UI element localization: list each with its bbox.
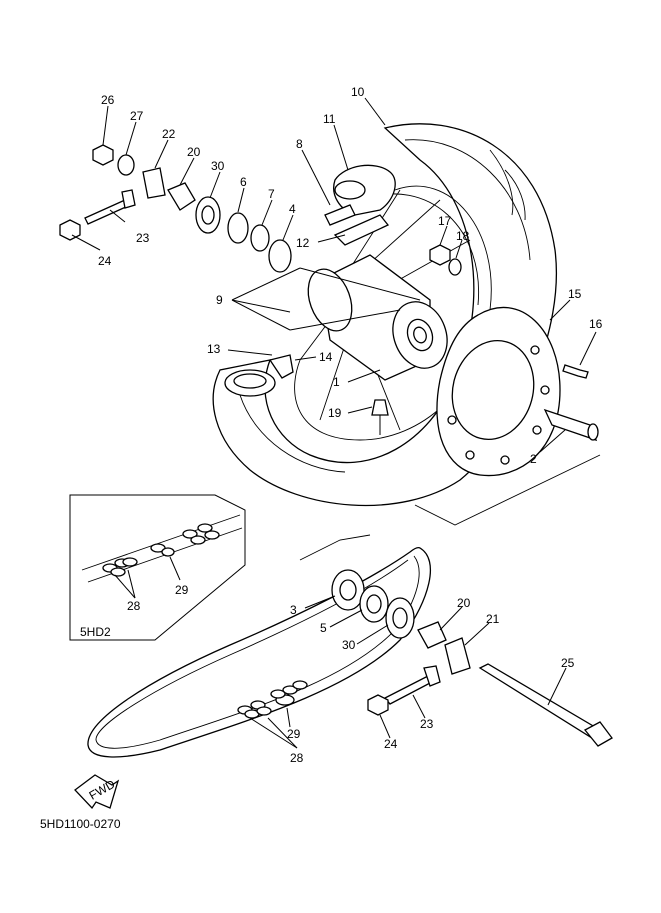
callout-30: 30 xyxy=(211,159,225,173)
callout-23-lower: 23 xyxy=(420,717,434,731)
callout-18: 18 xyxy=(456,229,470,243)
callout-25: 25 xyxy=(561,656,575,670)
drive-chain xyxy=(87,546,432,758)
circlip-7 xyxy=(250,224,270,252)
callout-10: 10 xyxy=(351,85,365,99)
leader-lines-lower xyxy=(304,595,567,739)
adjuster-22 xyxy=(142,167,166,199)
callout-21: 21 xyxy=(486,612,500,626)
callout-28-lower: 28 xyxy=(290,751,304,765)
bolt-23 xyxy=(84,199,129,225)
collar xyxy=(543,408,598,442)
callout-2: 2 xyxy=(530,452,537,466)
nut-17 xyxy=(429,244,451,266)
callout-30-lower: 30 xyxy=(342,638,356,652)
callout-22: 22 xyxy=(162,127,176,141)
collar-20 xyxy=(167,182,196,211)
callout-19: 19 xyxy=(328,406,342,420)
callout-15: 15 xyxy=(568,287,582,301)
axle-parts-upper xyxy=(59,144,292,273)
sprocket-bolt xyxy=(562,364,589,379)
callout-20: 20 xyxy=(187,145,201,159)
fwd-arrow: FWD xyxy=(74,774,120,810)
callout-4: 4 xyxy=(289,202,296,216)
adjuster-21 xyxy=(444,637,471,675)
callout-24: 24 xyxy=(98,254,112,268)
callout-7: 7 xyxy=(268,187,275,201)
callout-20-lower: 20 xyxy=(457,596,471,610)
callout-1: 1 xyxy=(333,375,340,389)
document-code: 5HD1100-0270 xyxy=(40,817,121,831)
callout-29-inset: 29 xyxy=(175,583,189,597)
nut-24-lower xyxy=(367,694,389,716)
bearing-6 xyxy=(227,212,249,244)
callout-23: 23 xyxy=(136,231,150,245)
sprocket xyxy=(436,306,561,477)
washer-18 xyxy=(448,258,462,276)
callout-9: 9 xyxy=(216,293,223,307)
leader-lines-upper xyxy=(71,97,597,453)
bolt-19 xyxy=(371,399,389,416)
callout-27: 27 xyxy=(130,109,144,123)
callout-29-lower: 29 xyxy=(287,727,301,741)
inset-box xyxy=(69,494,246,641)
callout-5: 5 xyxy=(320,621,327,635)
callout-8: 8 xyxy=(296,137,303,151)
nut-24 xyxy=(59,219,81,241)
washer-27 xyxy=(117,154,135,176)
inset-label: 5HD2 xyxy=(80,625,111,639)
callout-13: 13 xyxy=(207,342,221,356)
callout-28-inset: 28 xyxy=(127,599,141,613)
rim-band xyxy=(324,204,356,226)
chain-joint-lower xyxy=(237,680,308,719)
nut-26 xyxy=(92,144,114,166)
callout-11: 11 xyxy=(323,112,336,126)
callout-12: 12 xyxy=(296,236,310,250)
axle-parts-lower xyxy=(331,569,613,747)
callout-26: 26 xyxy=(101,93,115,107)
callout-17: 17 xyxy=(438,214,452,228)
bearing-4 xyxy=(268,239,292,273)
callout-14: 14 xyxy=(319,350,333,364)
callout-3: 3 xyxy=(290,603,297,617)
callout-16: 16 xyxy=(589,317,603,331)
callout-24-lower: 24 xyxy=(384,737,398,751)
callout-numbers: 26 27 22 20 30 6 7 4 24 23 10 11 8 12 17… xyxy=(98,85,603,765)
bolt-23-lower xyxy=(383,675,433,705)
axle-25 xyxy=(478,663,602,739)
callout-6: 6 xyxy=(240,175,247,189)
collar-20-lower xyxy=(417,621,447,649)
